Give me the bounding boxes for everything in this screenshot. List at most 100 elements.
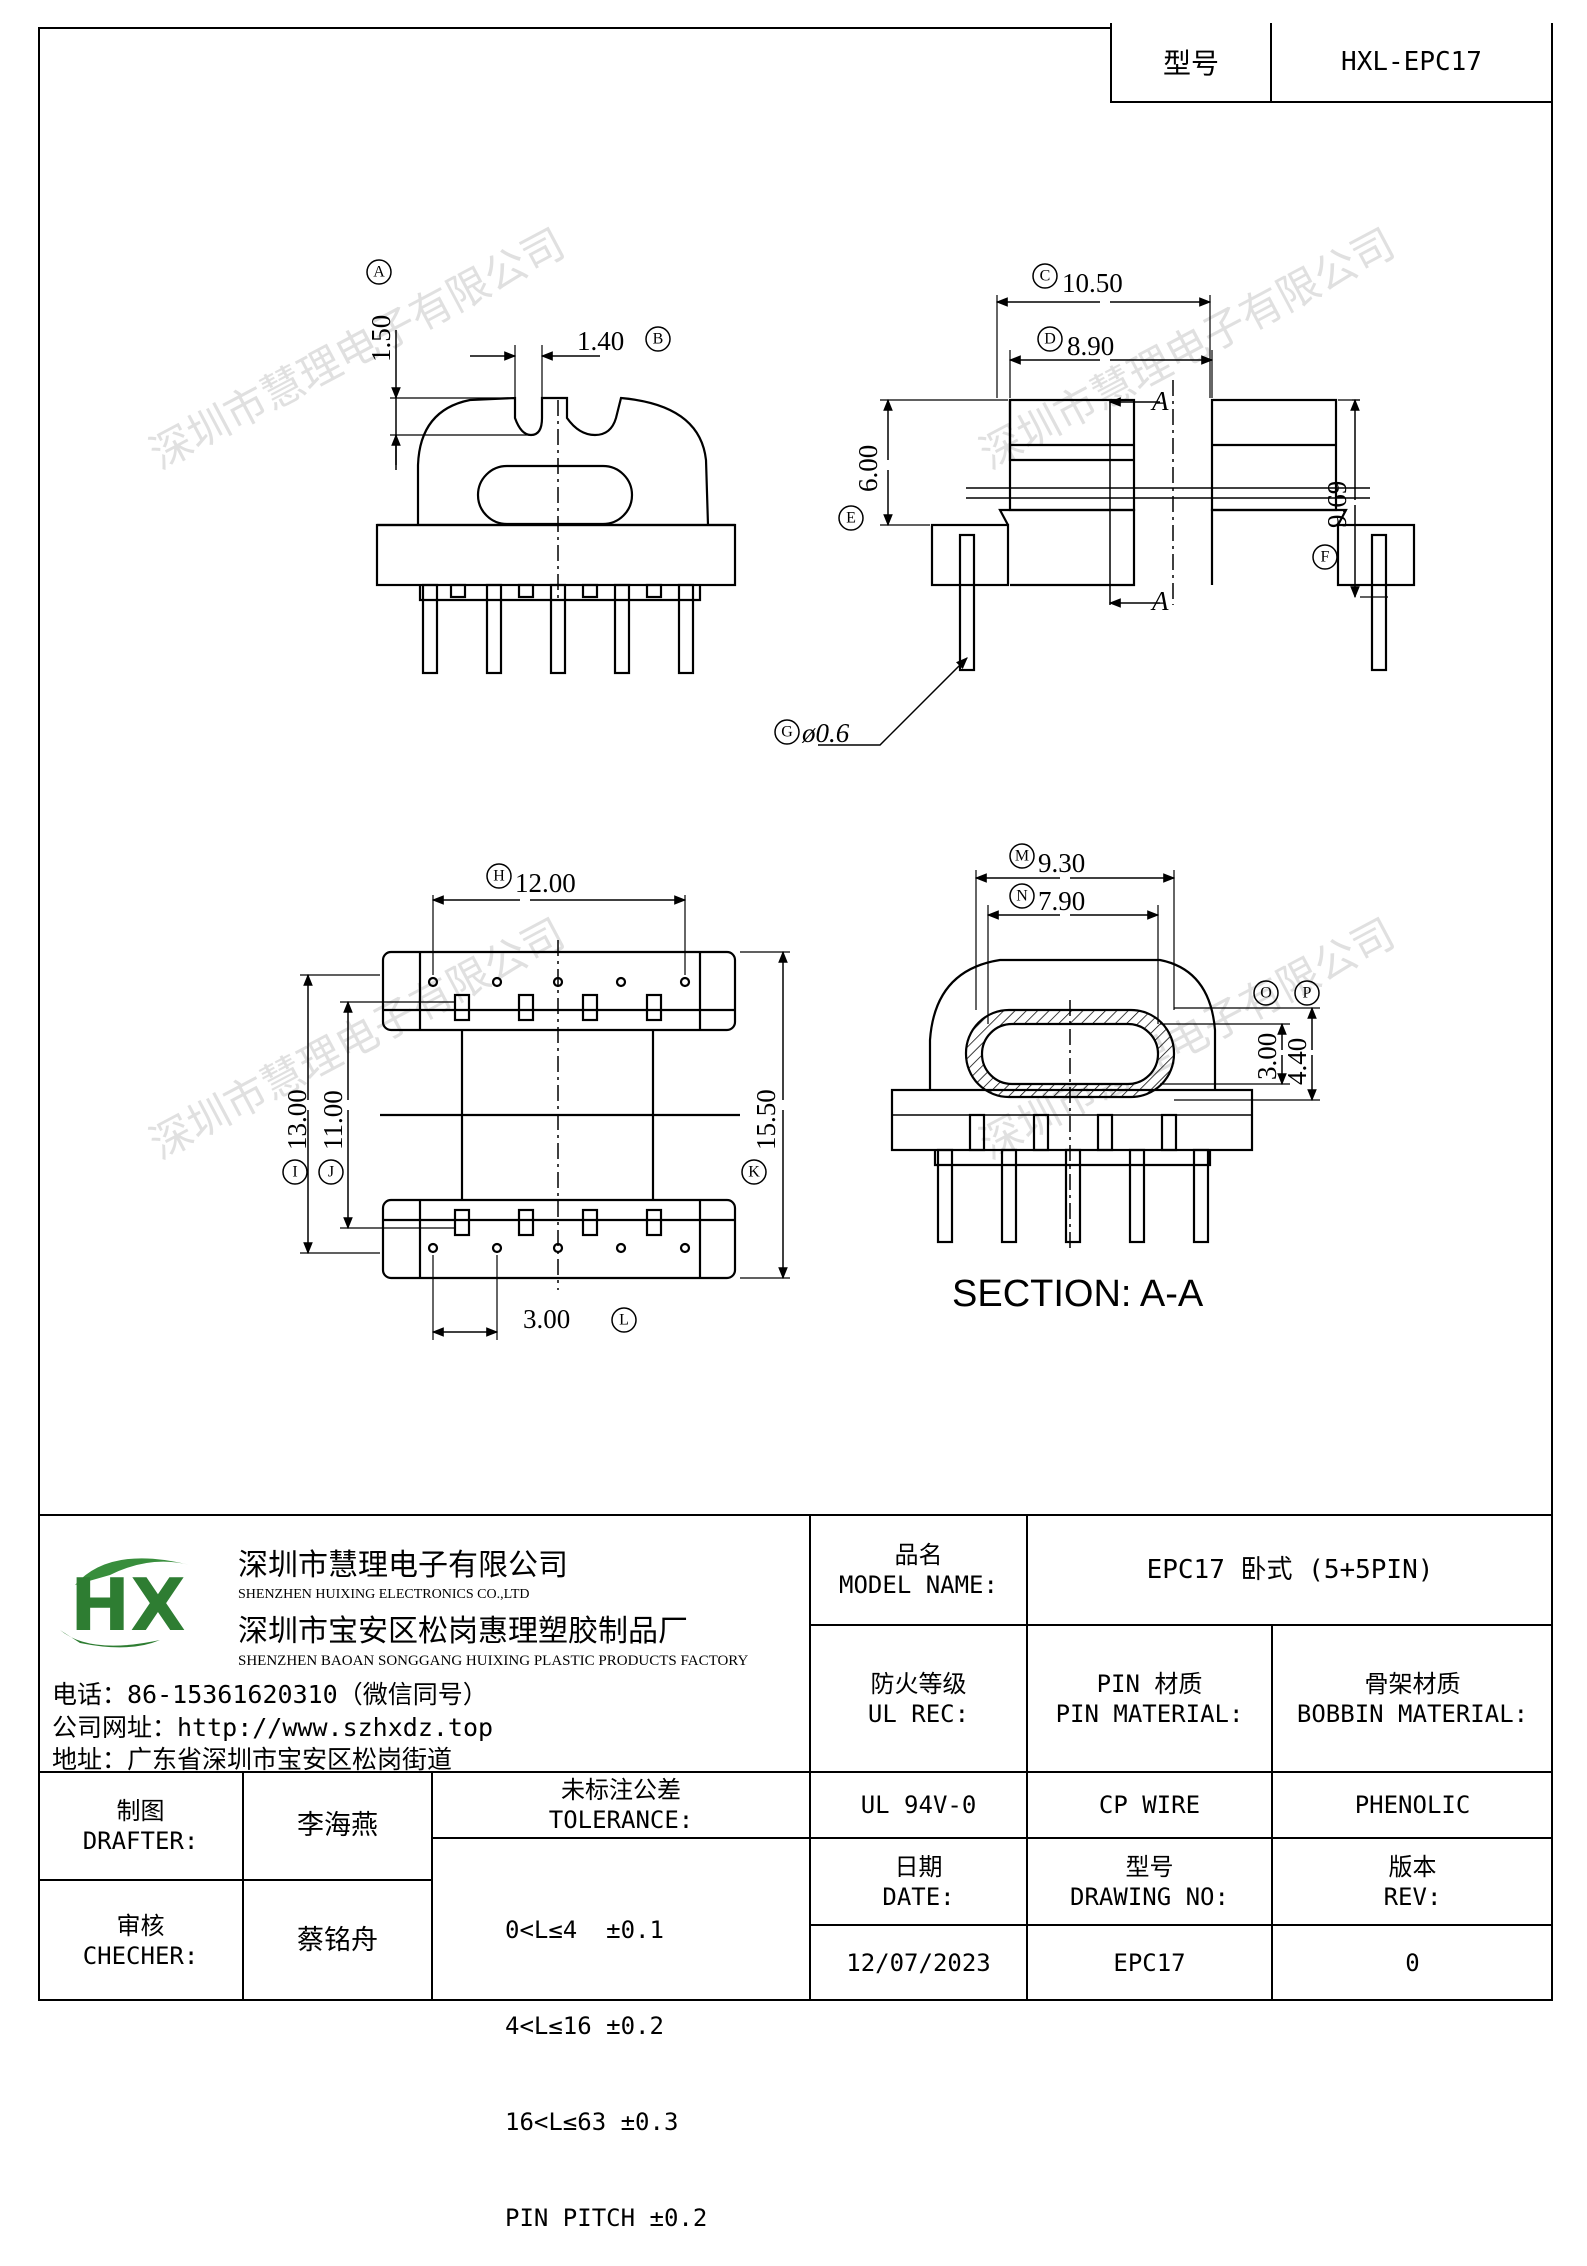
company-name-en: SHENZHEN HUIXING ELECTRONICS CO.,LTD <box>238 1587 530 1602</box>
pin-material-value: CP WIRE <box>1098 1791 1201 1819</box>
date-label-cn: 日期 <box>894 1852 943 1881</box>
dimension-circles <box>282 259 1338 1333</box>
section-marker-bottom: A <box>1150 586 1169 616</box>
header-model-box: 型号 HXL-EPC17 <box>1110 23 1553 103</box>
letter-G: G <box>781 724 793 741</box>
drafter-label-en: DRAFTER: <box>82 1827 199 1855</box>
factory-name-cn: 深圳市宝安区松岗惠理塑胶制品厂 <box>238 1614 688 1649</box>
letter-P: P <box>1303 985 1312 1002</box>
tolerance-list: 0<L≤4 ±0.1 4<L≤16 ±0.2 16<L≤63 ±0.3 PIN … <box>505 1850 805 2266</box>
bobbin-material-label-cn: 骨架材质 <box>1364 1669 1461 1698</box>
dim-N-value: 7.90 <box>1038 886 1085 916</box>
side-view <box>818 295 1416 746</box>
dim-A-value: 1.50 <box>366 315 396 362</box>
drawing-no-value: EPC17 <box>1113 1949 1186 1977</box>
drawing-sheet <box>38 27 1553 2001</box>
top-view <box>300 895 790 1340</box>
dim-L-value: 3.00 <box>523 1304 570 1334</box>
dim-M-value: 9.30 <box>1038 848 1085 878</box>
rev-label: 版本 REV: <box>1274 1840 1551 1923</box>
model-name-value: EPC17 卧式 (5+5PIN) <box>1146 1554 1434 1585</box>
bobbin-material-label: 骨架材质 BOBBIN MATERIAL: <box>1274 1627 1551 1770</box>
letter-A: A <box>373 264 385 281</box>
letter-I: I <box>292 1164 297 1181</box>
checker-label: 审核 CHECHER: <box>40 1882 241 1999</box>
company-website: 公司网址：http://www.szhxdz.top <box>52 1713 494 1742</box>
logo-text: HX <box>70 1563 186 1647</box>
section-marker-top: A <box>1150 386 1169 416</box>
model-name-label-en: MODEL NAME: <box>839 1571 998 1599</box>
company-phone: 电话：86-15361620310（微信同号） <box>52 1680 488 1709</box>
pin-material-label-cn: PIN 材质 <box>1096 1669 1203 1698</box>
date-label-en: DATE: <box>882 1882 955 1911</box>
model-name-label: 品名 MODEL NAME: <box>812 1517 1025 1623</box>
letter-C: C <box>1040 268 1051 285</box>
ul-rec-label: 防火等级 UL REC: <box>812 1627 1025 1770</box>
company-address: 地址：广东省深圳市宝安区松岗街道 <box>52 1745 453 1774</box>
rev-label-en: REV: <box>1383 1882 1442 1911</box>
dim-B-value: 1.40 <box>577 326 624 356</box>
header-model-label: 型号 <box>1112 23 1272 101</box>
dim-P-value: 4.40 <box>1282 1038 1312 1085</box>
letter-M: M <box>1015 848 1029 865</box>
date-value: 12/07/2023 <box>846 1949 991 1977</box>
bobbin-material-label-en: BOBBIN MATERIAL: <box>1296 1699 1529 1728</box>
tolerance-label-cn: 未标注公差 <box>561 1776 681 1804</box>
dim-O-value: 3.00 <box>1252 1033 1282 1080</box>
checker-label-en: CHECHER: <box>82 1941 199 1970</box>
tolerance-row-4: PIN PITCH ±0.2 <box>505 2204 708 2232</box>
letter-B: B <box>653 331 664 348</box>
dim-J-value: 11.00 <box>318 1090 348 1150</box>
dim-K-value: 15.50 <box>751 1089 781 1150</box>
watermarks: 深圳市慧理电子有限公司 深圳市慧理电子有限公司 深圳市慧理电子有限公司 深圳市慧… <box>142 219 1403 1169</box>
dim-G-value: ø0.6 <box>801 718 850 748</box>
model-name-label-cn: 品名 <box>894 1541 943 1569</box>
bobbin-material-value: PHENOLIC <box>1354 1791 1471 1819</box>
letter-N: N <box>1016 888 1028 905</box>
section-label: SECTION: A-A <box>952 1273 1204 1315</box>
watermark-1: 深圳市慧理电子有限公司 <box>142 219 573 479</box>
checker-label-cn: 审核 <box>116 1911 165 1940</box>
letter-E: E <box>846 510 856 527</box>
pin-material-label-en: PIN MATERIAL: <box>1055 1699 1244 1728</box>
drafter-value: 李海燕 <box>297 1810 378 1842</box>
rev-label-cn: 版本 <box>1388 1852 1437 1881</box>
drawing-no-label-cn: 型号 <box>1125 1852 1174 1881</box>
watermark-2: 深圳市慧理电子有限公司 <box>972 219 1403 479</box>
tolerance-label-en: TOLERANCE: <box>548 1806 694 1834</box>
dim-H-value: 12.00 <box>515 868 576 898</box>
company-name-cn: 深圳市慧理电子有限公司 <box>238 1548 568 1583</box>
letter-K: K <box>748 1164 760 1181</box>
header-model-value: HXL-EPC17 <box>1341 47 1482 77</box>
letter-D: D <box>1044 331 1056 348</box>
ul-rec-label-en: UL REC: <box>867 1699 970 1728</box>
dim-F-value: 9.69 <box>1322 481 1352 528</box>
tolerance-row-1: 0<L≤4 ±0.1 <box>505 1916 664 1944</box>
section-view <box>890 870 1320 1250</box>
tolerance-row-2: 4<L≤16 ±0.2 <box>505 2012 664 2040</box>
ul-rec-label-cn: 防火等级 <box>870 1669 967 1698</box>
drawing-no-label-en: DRAWING NO: <box>1070 1882 1229 1911</box>
watermark-3: 深圳市慧理电子有限公司 <box>142 909 573 1169</box>
letter-L: L <box>619 1312 629 1329</box>
pin-material-label: PIN 材质 PIN MATERIAL: <box>1029 1627 1270 1770</box>
drafter-label-cn: 制图 <box>116 1797 165 1825</box>
dim-E-value: 6.00 <box>853 445 883 492</box>
dimension-values: 1.50 1.40 10.50 8.90 6.00 9.69 ø0.6 12.0… <box>282 268 1352 1334</box>
ul-rec-value: UL 94V-0 <box>860 1791 977 1819</box>
letter-O: O <box>1260 985 1272 1002</box>
front-view <box>375 330 737 675</box>
drafter-label: 制图 DRAFTER: <box>40 1774 241 1878</box>
letter-J: J <box>328 1164 334 1181</box>
tolerance-label: 未标注公差 TOLERANCE: <box>434 1774 808 1836</box>
letter-H: H <box>493 868 505 885</box>
tolerance-row-3: 16<L≤63 ±0.3 <box>505 2108 679 2136</box>
company-logo: HX <box>50 1545 220 1657</box>
dim-I-value: 13.00 <box>282 1089 312 1150</box>
drawing-no-label: 型号 DRAWING NO: <box>1029 1840 1270 1923</box>
checker-value: 蔡铭舟 <box>297 1924 378 1956</box>
date-label: 日期 DATE: <box>812 1840 1025 1923</box>
dim-C-value: 10.50 <box>1062 268 1123 298</box>
rev-value: 0 <box>1405 1949 1420 1977</box>
letter-F: F <box>1321 549 1330 566</box>
